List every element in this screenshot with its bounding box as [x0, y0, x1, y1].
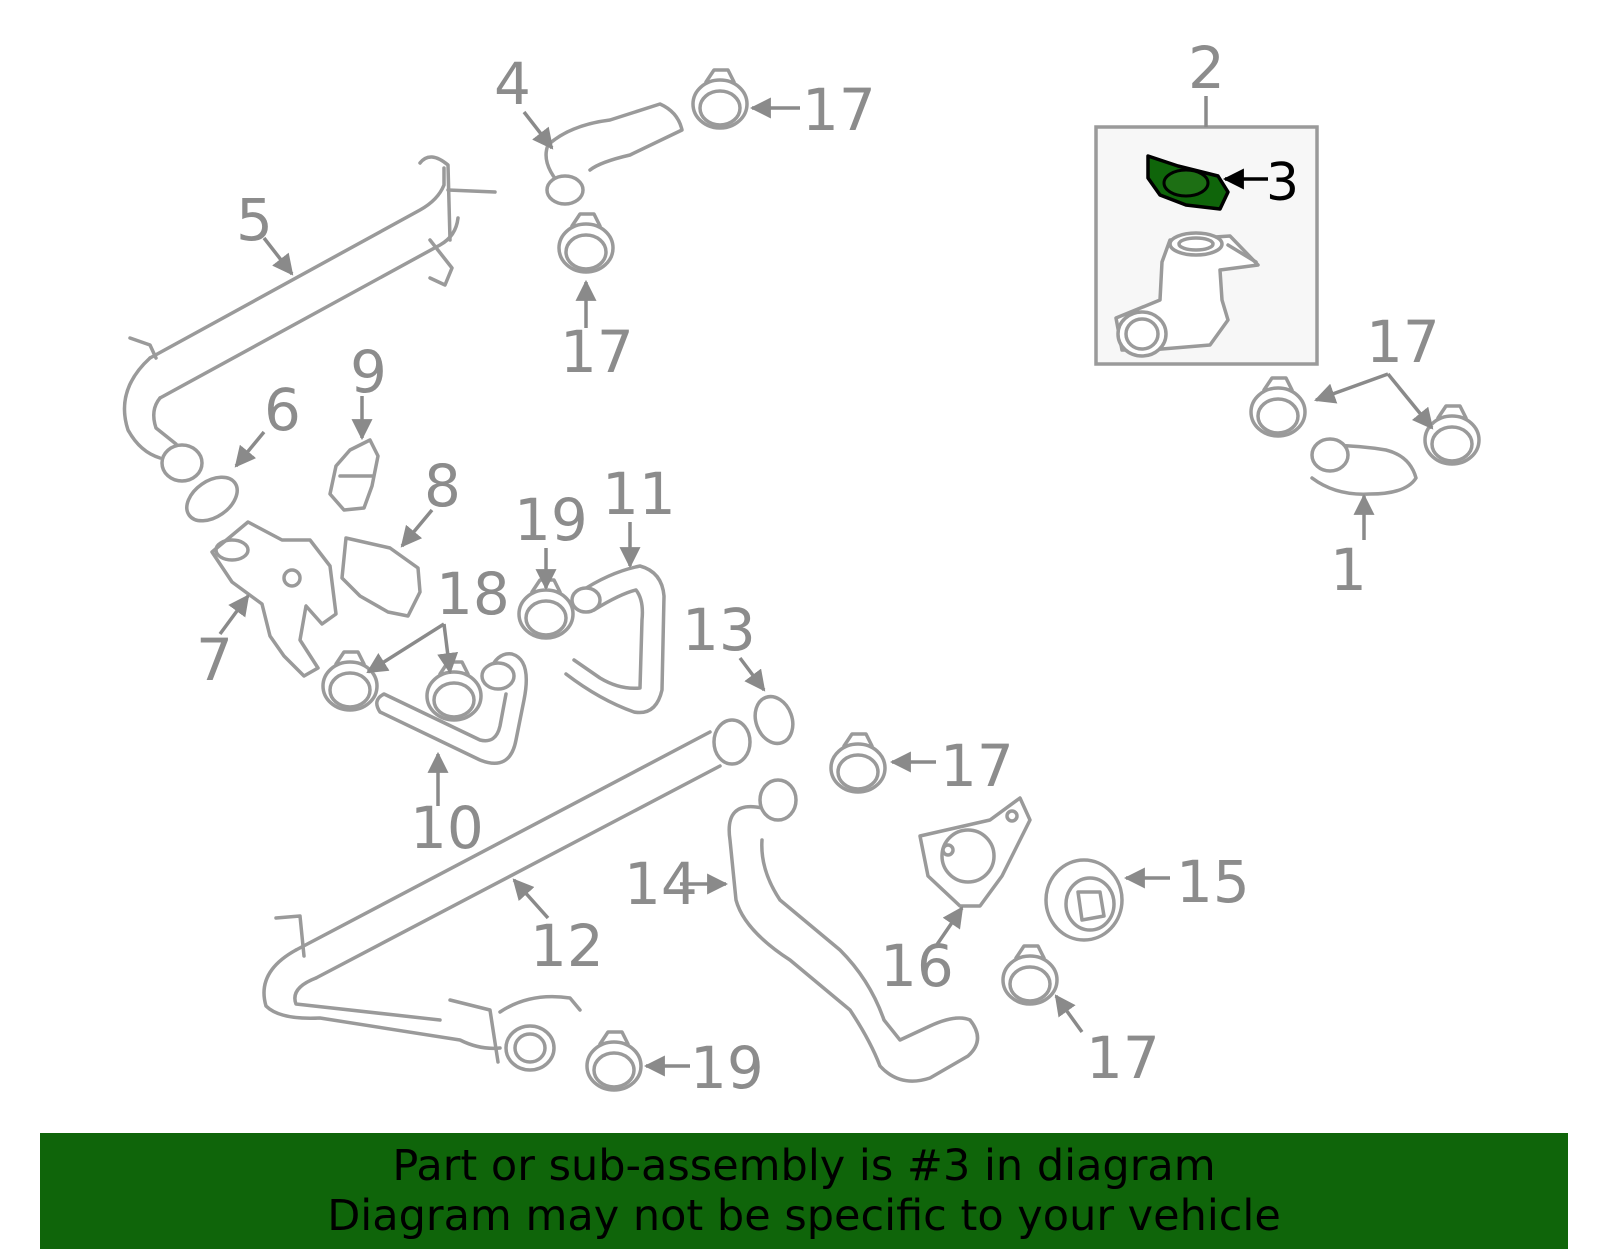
sensor-part-9	[328, 438, 380, 512]
clamp-part-18-b	[425, 660, 483, 722]
water-outlet-housing	[1114, 231, 1260, 358]
flange-part-16	[918, 796, 1032, 908]
callout-14: 14	[624, 850, 698, 918]
callout-13: 13	[682, 596, 756, 664]
hose-part-14	[727, 778, 980, 1083]
callout-3: 3	[1266, 153, 1299, 213]
callout-8: 8	[424, 452, 461, 520]
clamp-part-17-d	[1423, 404, 1481, 466]
hose-part-1	[1310, 437, 1418, 496]
banner-line-1: Part or sub-assembly is #3 in diagram	[392, 1141, 1216, 1191]
highlighted-gasket-part-3	[1146, 154, 1230, 211]
callout-12: 12	[530, 912, 604, 980]
hose-part-4	[544, 102, 684, 206]
callout-7: 7	[196, 626, 233, 694]
callout-18: 18	[436, 560, 510, 628]
callout-11: 11	[602, 460, 676, 528]
callout-17-topcenter: 17	[560, 318, 634, 386]
callout-5: 5	[236, 186, 273, 254]
callout-2: 2	[1188, 34, 1225, 102]
callout-19-top: 19	[514, 486, 588, 554]
clamp-part-19-a	[517, 578, 575, 640]
callout-10: 10	[410, 794, 484, 862]
info-banner: Part or sub-assembly is #3 in diagram Di…	[40, 1133, 1568, 1249]
callout-17-mid: 17	[940, 732, 1014, 800]
hose-part-10	[375, 652, 528, 765]
hose-part-11	[564, 564, 666, 715]
clamp-part-19-b	[585, 1030, 643, 1092]
clamp-part-17-f	[1001, 944, 1059, 1006]
callout-9: 9	[350, 338, 387, 406]
callout-6: 6	[264, 376, 301, 444]
callout-17-top: 17	[802, 76, 876, 144]
callout-17-right: 17	[1366, 308, 1440, 376]
gasket-part-8	[340, 536, 422, 618]
pipe-part-12	[262, 718, 752, 1072]
callout-19-bottom: 19	[690, 1034, 764, 1102]
clamp-part-17-c	[1249, 376, 1307, 438]
callout-1: 1	[1330, 536, 1367, 604]
o-ring-part-13	[753, 694, 795, 746]
assembly-2-inset	[1094, 96, 1319, 366]
callout-4: 4	[494, 50, 531, 118]
clamp-part-18-a	[321, 650, 379, 712]
callout-16: 16	[880, 932, 954, 1000]
banner-line-2: Diagram may not be specific to your vehi…	[327, 1191, 1281, 1241]
thermostat-part-15	[1044, 858, 1124, 942]
clamp-part-17-a	[691, 68, 749, 130]
o-ring-part-6	[185, 475, 239, 523]
clamp-part-17-e	[829, 732, 887, 794]
clamp-part-17-b	[557, 212, 615, 274]
pipe-part-5	[122, 155, 497, 483]
housing-part-7	[210, 520, 338, 678]
callout-17-bottom: 17	[1086, 1024, 1160, 1092]
callout-15: 15	[1176, 848, 1250, 916]
